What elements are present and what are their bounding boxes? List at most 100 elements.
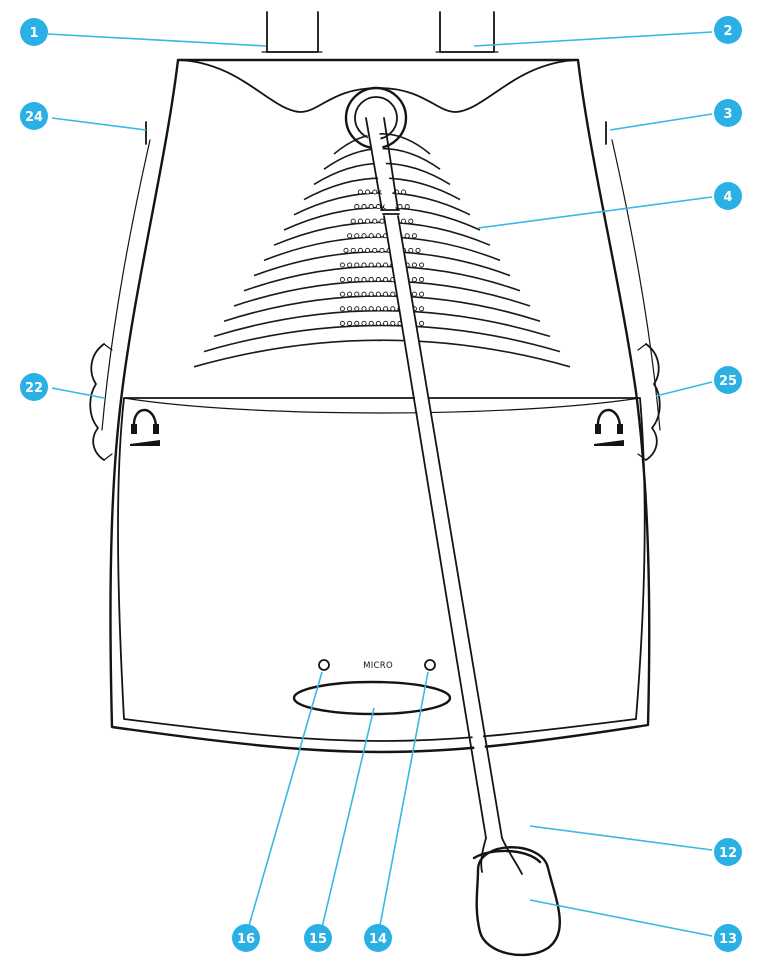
vent-hole [350,247,356,253]
vent-hole [415,247,421,253]
callout-22: 22 [20,373,48,401]
headphone-volume-knob-right [637,343,661,461]
grille-row [263,236,501,262]
vent-hole [357,189,363,195]
vent-hole [357,247,363,253]
vent-hole [375,204,381,210]
vent-hole [383,320,389,326]
vent-hole [354,233,360,239]
headphone-volume-knob-left [89,343,113,461]
housing [101,58,661,754]
vent-hole [365,247,371,253]
vent-hole [375,277,381,283]
svg-text:24: 24 [25,110,43,125]
vent-hole [390,291,396,297]
vent-hole [354,204,360,210]
grille-row [213,309,551,338]
vent-hole [379,247,385,253]
vent-hole [347,291,353,297]
grille-row [273,221,491,246]
svg-text:3: 3 [723,107,732,122]
vent-hole [361,233,367,239]
vent-hole [365,218,371,224]
svg-text:1: 1 [29,26,38,41]
vent-hole [354,320,360,326]
grille-row [293,191,471,216]
svg-text:14: 14 [369,932,387,947]
vent-hole [368,262,374,268]
leader-lines [47,31,713,937]
vent-hole [411,262,417,268]
vent-hole [390,320,396,326]
svg-text:22: 22 [25,381,43,396]
rear-connector-left [261,11,323,53]
vent-hole [390,306,396,312]
vent-hole [354,291,360,297]
vent-hole [419,291,425,297]
vent-hole [411,233,417,239]
vent-hole [354,277,360,283]
vent-hole [383,291,389,297]
grille-row [253,251,511,277]
svg-text:13: 13 [719,932,737,947]
svg-text:2: 2 [723,24,732,39]
led-indicator-left [318,659,330,671]
grille-row [203,324,561,353]
vent-hole [404,233,410,239]
vent-hole [383,262,389,268]
callout-3: 3 [714,99,742,127]
vent-hole [350,218,356,224]
vent-hole [354,306,360,312]
vent-hole [339,291,345,297]
grille-row [333,133,431,155]
vent-hole [375,233,381,239]
grille-row [193,339,571,368]
vent-hole [368,291,374,297]
vent-hole [339,306,345,312]
headphone-icon-right [594,409,624,446]
vent-hole [361,277,367,283]
vent-hole [347,262,353,268]
callout-12: 12 [714,838,742,866]
vent-hole [343,247,349,253]
vent-hole [408,247,414,253]
vent-hole [372,247,378,253]
svg-text:4: 4 [723,190,732,205]
vent-hole [375,262,381,268]
vent-hole [361,262,367,268]
callout-14: 14 [364,924,392,952]
vent-hole [419,320,425,326]
microphone-ring [472,849,542,864]
vent-hole [357,218,363,224]
callout-13: 13 [714,924,742,952]
callout-2: 2 [714,16,742,44]
vent-hole [379,218,385,224]
vent-hole [339,320,345,326]
headphone-icon-left [130,409,160,446]
grille-row [243,265,521,292]
vent-hole [419,277,425,283]
vent-hole [347,306,353,312]
vent-hole [361,291,367,297]
vent-hole [339,277,345,283]
vent-hole [361,320,367,326]
callout-16: 16 [232,924,260,952]
vent-hole [404,204,410,210]
vent-hole [347,277,353,283]
vent-hole [375,320,381,326]
vent-hole [411,291,417,297]
grille-row [223,295,541,322]
vent-hole [375,291,381,297]
svg-text:12: 12 [719,846,737,861]
grille-row [233,280,531,307]
vent-hole [401,218,407,224]
led-indicator-right [424,659,436,671]
vent-hole [368,277,374,283]
vent-hole [383,277,389,283]
vent-hole [339,262,345,268]
svg-text:15: 15 [309,932,327,947]
vent-hole [361,204,367,210]
vent-hole [375,306,381,312]
callout-1: 1 [20,18,48,46]
